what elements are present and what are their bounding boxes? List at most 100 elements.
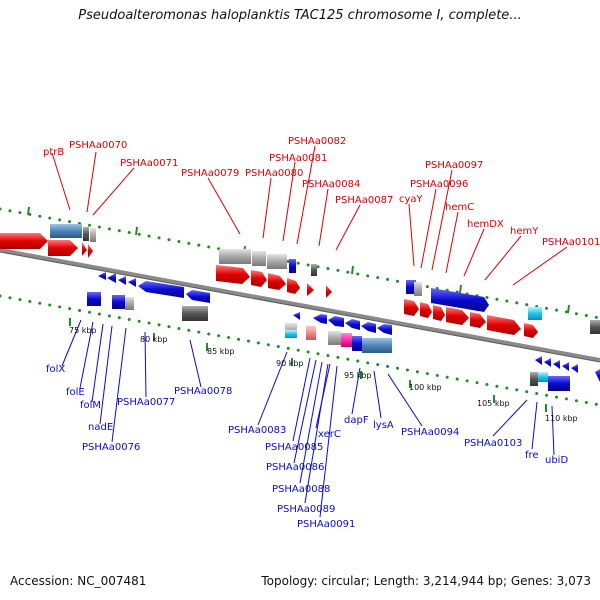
gene-PSHAa0087[interactable] bbox=[326, 285, 332, 298]
gene-gray-sq[interactable] bbox=[125, 297, 134, 310]
gene-PSHAa0094[interactable] bbox=[352, 336, 362, 351]
label-hemC: hemC bbox=[445, 202, 474, 213]
label-PSHAa0078: PSHAa0078 bbox=[174, 386, 232, 397]
gene-nadE[interactable] bbox=[128, 278, 136, 287]
label-PSHAa0084: PSHAa0084 bbox=[302, 179, 360, 190]
forward-scale-rail bbox=[0, 207, 600, 320]
gene-red-b[interactable] bbox=[251, 270, 267, 287]
chromosome-backbone-shadow bbox=[0, 251, 600, 363]
reverse-leaders bbox=[61, 319, 555, 518]
label-PSHAa0071: PSHAa0071 bbox=[120, 158, 178, 169]
label-PSHAa0076: PSHAa0076 bbox=[82, 442, 140, 453]
gene-PSHAa0070[interactable] bbox=[48, 240, 78, 256]
label-PSHAa0086: PSHAa0086 bbox=[266, 462, 324, 473]
gene-red-g[interactable] bbox=[524, 323, 538, 338]
gene-red-f[interactable] bbox=[487, 315, 521, 335]
gene-PSHAa0088[interactable] bbox=[345, 319, 360, 330]
label-fre: fre bbox=[525, 450, 539, 461]
gene-PSHAa0085[interactable] bbox=[306, 326, 316, 340]
gene-xerC[interactable] bbox=[328, 316, 344, 327]
gene-folE[interactable] bbox=[107, 273, 116, 283]
label-PSHAa0088: PSHAa0088 bbox=[272, 484, 330, 495]
gene-cyan-small[interactable] bbox=[285, 330, 297, 338]
gene-ptrB[interactable] bbox=[0, 233, 48, 249]
label-folX: folX bbox=[46, 364, 65, 375]
label-PSHAa0080: PSHAa0080 bbox=[245, 168, 303, 179]
gene-ubiD[interactable] bbox=[548, 376, 570, 391]
gene-PSHAa0082[interactable] bbox=[289, 259, 296, 273]
gene-folM[interactable] bbox=[118, 276, 126, 285]
gene-PSHAa0084-arrow[interactable] bbox=[307, 283, 314, 296]
label-lysA: lysA bbox=[373, 420, 394, 431]
gene-PSHAa0101[interactable] bbox=[446, 307, 469, 325]
gene-red-c[interactable] bbox=[268, 273, 286, 290]
chromosome-backbone bbox=[0, 248, 600, 362]
scale-label-90: 90 kbp bbox=[276, 359, 304, 368]
label-nadE: nadE bbox=[88, 422, 113, 433]
label-PSHAa0081: PSHAa0081 bbox=[269, 153, 327, 164]
scale-label-75: 75 kbp bbox=[69, 326, 97, 335]
gene-PSHAa0081[interactable] bbox=[267, 254, 287, 269]
gene-blue-r4[interactable] bbox=[571, 364, 578, 373]
gene-hemY[interactable] bbox=[433, 305, 445, 321]
reverse-scale-rail bbox=[0, 294, 600, 407]
label-PSHAa0096: PSHAa0096 bbox=[410, 179, 468, 190]
gene-PSHAa0079[interactable] bbox=[219, 249, 251, 264]
gene-blue-edge[interactable] bbox=[595, 369, 600, 382]
gene-blue-sq2[interactable] bbox=[112, 295, 125, 309]
gene-PSHAa0078[interactable] bbox=[182, 306, 208, 321]
gene-cyaY[interactable] bbox=[406, 280, 416, 294]
label-PSHAa0087: PSHAa0087 bbox=[335, 195, 393, 206]
gene-cyan-1[interactable] bbox=[528, 307, 542, 320]
scale-label-80: 80 kbp bbox=[140, 335, 168, 344]
gene-dapF[interactable] bbox=[361, 322, 376, 333]
label-PSHAa0085: PSHAa0085 bbox=[265, 442, 323, 453]
gene-blue-r3[interactable] bbox=[562, 362, 569, 371]
gene-steel-1[interactable] bbox=[50, 224, 82, 238]
label-PSHAa0089: PSHAa0089 bbox=[277, 504, 335, 515]
gene-hemDX[interactable] bbox=[420, 302, 432, 318]
forward-leaders bbox=[51, 145, 568, 286]
gene-PSHAa0080[interactable] bbox=[252, 251, 266, 266]
gene-PSHAa0103[interactable] bbox=[535, 356, 542, 365]
gene-red-d[interactable] bbox=[287, 278, 300, 294]
gene-folX[interactable] bbox=[98, 272, 106, 280]
gene-gray-1[interactable] bbox=[83, 227, 89, 241]
gene-PSHAa0071b[interactable] bbox=[88, 244, 93, 258]
gene-red-a[interactable] bbox=[216, 265, 250, 284]
gene-PSHAa0086[interactable] bbox=[313, 314, 327, 324]
gene-blue-r2[interactable] bbox=[553, 360, 560, 369]
gene-steel-2[interactable] bbox=[362, 338, 392, 353]
label-PSHAa0101: PSHAa0101 bbox=[542, 237, 600, 248]
label-hemDX: hemDX bbox=[467, 219, 504, 230]
gene-PSHAa0091-pink[interactable] bbox=[341, 333, 352, 347]
gene-PSHAa0089[interactable] bbox=[293, 312, 300, 320]
scale-label-95: 95 kbp bbox=[344, 371, 372, 380]
gene-red-e[interactable] bbox=[470, 312, 486, 328]
gene-PSHAa0077[interactable] bbox=[186, 290, 210, 303]
gene-gray-2[interactable] bbox=[90, 228, 96, 242]
gene-blue-r1[interactable] bbox=[544, 358, 551, 367]
label-ubiD: ubiD bbox=[545, 455, 568, 466]
reverse-strand-genes bbox=[87, 272, 600, 391]
scale-labels: 75 kbp 80 kbp 85 kbp 90 kbp 95 kbp 100 k… bbox=[69, 326, 578, 423]
gene-PSHAa0076[interactable] bbox=[138, 281, 184, 298]
gene-PSHAa0071[interactable] bbox=[82, 242, 87, 256]
gene-lysA[interactable] bbox=[377, 324, 392, 335]
gene-PSHAa0084[interactable] bbox=[311, 264, 317, 276]
label-PSHAa0094: PSHAa0094 bbox=[401, 427, 459, 438]
gene-dark-edge[interactable] bbox=[590, 320, 600, 334]
gene-cyan-2[interactable] bbox=[538, 372, 548, 382]
scale-label-100: 100 kbp bbox=[409, 383, 442, 392]
gene-blue-large[interactable] bbox=[431, 288, 489, 312]
label-PSHAa0103: PSHAa0103 bbox=[464, 438, 522, 449]
label-dapF: dapF bbox=[344, 415, 369, 426]
gene-fre[interactable] bbox=[530, 372, 538, 386]
label-folE: folE bbox=[66, 387, 85, 398]
gene-PSHAa0096[interactable] bbox=[414, 282, 422, 296]
gene-blue-sq1[interactable] bbox=[87, 292, 101, 306]
forward-strand-genes bbox=[0, 224, 600, 338]
gene-hemC[interactable] bbox=[404, 299, 419, 316]
gene-PSHAa0091[interactable] bbox=[328, 331, 341, 345]
